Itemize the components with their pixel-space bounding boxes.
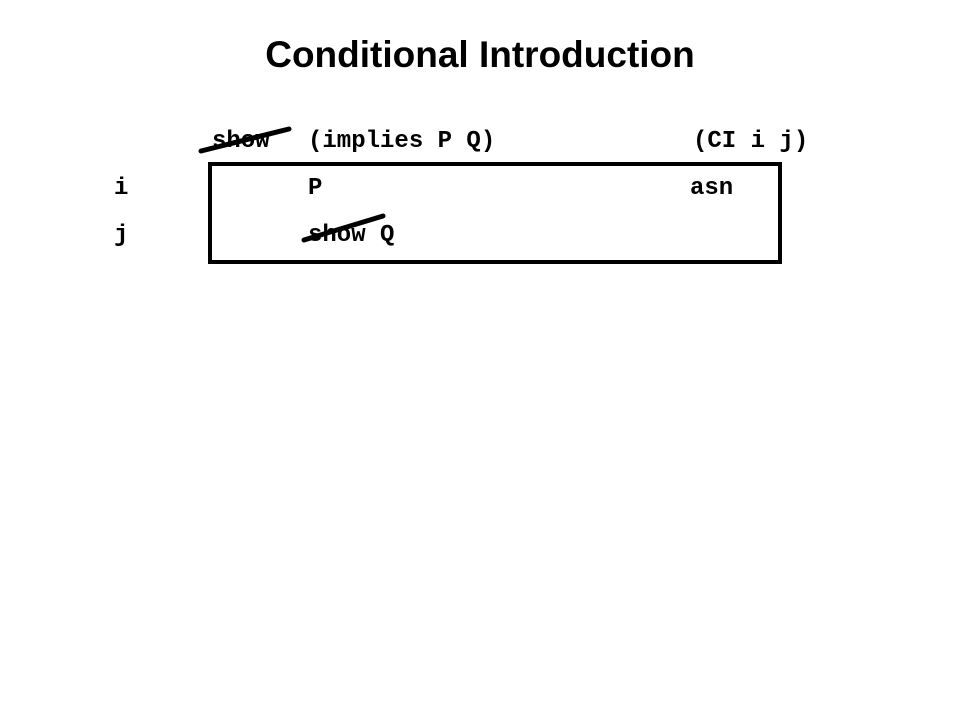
subgoal-formula: show Q <box>308 222 395 249</box>
show-keyword: show <box>212 128 270 155</box>
assumption-justification: asn <box>690 175 734 202</box>
goal-justification: (CI i j) <box>693 128 809 155</box>
slide-title: Conditional Introduction <box>265 34 695 75</box>
goal-formula: (implies P Q) <box>308 128 496 155</box>
line-label-j: j <box>114 222 129 249</box>
subproof-box <box>208 162 782 264</box>
line-label-i: i <box>114 175 129 202</box>
assumption-formula: P <box>308 175 323 202</box>
